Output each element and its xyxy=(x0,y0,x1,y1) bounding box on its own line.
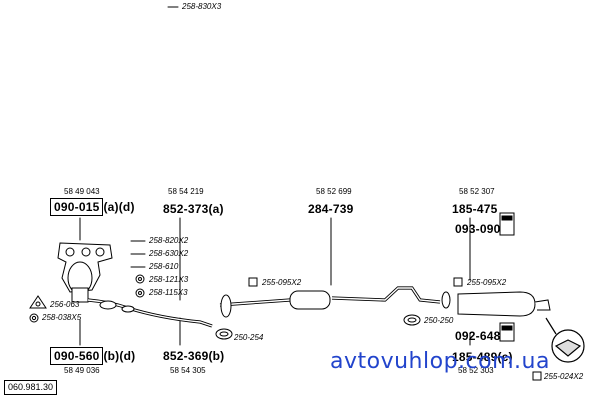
part-092-648[interactable]: 092-648 xyxy=(455,329,501,343)
label-255-095-a: 255-095X2 xyxy=(262,278,302,287)
label-258-038: 258-038X5 xyxy=(42,313,82,322)
ref-852-369: 58 54 305 xyxy=(170,366,206,375)
watermark: avtovuhlop.com.ua xyxy=(330,349,550,374)
part-185-489[interactable]: 185-489(c) xyxy=(452,350,513,364)
label-250-250: 250-250 xyxy=(424,316,454,325)
label-256-063: 256-063 xyxy=(50,300,80,309)
part-284-739[interactable]: 284-739 xyxy=(308,202,354,216)
label-258-121: 258-121X3 xyxy=(149,275,189,284)
small-parts xyxy=(29,274,542,381)
part-852-369[interactable]: 852-369(b) xyxy=(163,349,225,363)
label-258-820: 258-820X2 xyxy=(149,236,189,245)
label-258-115: 258-115X3 xyxy=(149,288,188,297)
diagram-code: 060.981.30 xyxy=(4,380,58,395)
detail-circle xyxy=(545,317,585,363)
ref-185-489: 58 52 303 xyxy=(458,366,494,375)
label-255-024: 255-024X2 xyxy=(544,372,584,381)
rear-silencer xyxy=(441,291,551,317)
centre-silencer xyxy=(220,290,331,318)
part-093-090[interactable]: 093-090 xyxy=(455,222,501,236)
ref-090-015: 58 49 043 xyxy=(64,187,100,196)
brackets xyxy=(499,212,515,342)
ref-852-373: 58 54 219 xyxy=(168,187,204,196)
ref-090-560: 58 49 036 xyxy=(64,366,100,375)
label-258-610: 258-610 xyxy=(149,262,179,271)
part-852-373[interactable]: 852-373(a) xyxy=(163,202,224,216)
part-185-475[interactable]: 185-475 xyxy=(452,202,498,216)
label-258-630: 258-630X2 xyxy=(149,249,189,258)
ref-185-475: 58 52 307 xyxy=(459,187,495,196)
manifold-catalyst xyxy=(57,242,113,303)
ref-284-739: 58 52 699 xyxy=(316,187,352,196)
label-255-095-b: 255-095X2 xyxy=(467,278,507,287)
part-090-015[interactable]: 090-015(a)(d) xyxy=(50,198,135,216)
label-250-254: 250-254 xyxy=(234,333,264,342)
top-ref-label: 258-830X3 xyxy=(182,2,222,11)
part-090-560[interactable]: 090-560(b)(d) xyxy=(50,347,135,365)
